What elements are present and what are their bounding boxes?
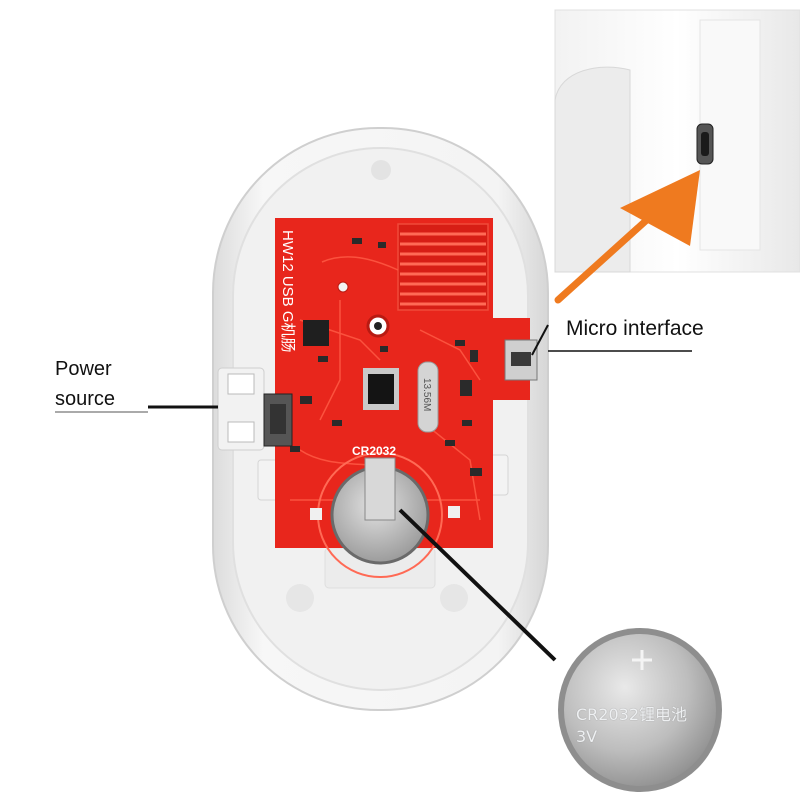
coin-cell-battery: [558, 628, 722, 792]
pcb-board: HW12 USB G机肠 CR2032 13.56M: [263, 218, 538, 578]
power-source-label: Power source: [55, 354, 115, 414]
coin-cell-model-text: CR2032锂电池: [576, 705, 688, 724]
orange-arrow: [554, 170, 700, 304]
battery-holder: [310, 452, 460, 578]
micro-interface-label: Micro interface: [566, 317, 704, 340]
power-label-line1: Power: [55, 358, 112, 380]
power-label-line2: source: [55, 388, 116, 410]
crystal-label: 13.56M: [421, 378, 432, 411]
pcb-silkscreen-label: HW12 USB G机肠: [279, 230, 296, 353]
pcb-antenna: [397, 223, 489, 311]
battery-holder-label: CR2032: [352, 444, 396, 458]
micro-pointer-line: [531, 324, 549, 356]
pcb-components: [290, 238, 482, 476]
coin-cell-voltage-text: 3V: [576, 727, 598, 746]
coin-cell-pointer-line: [398, 508, 557, 662]
